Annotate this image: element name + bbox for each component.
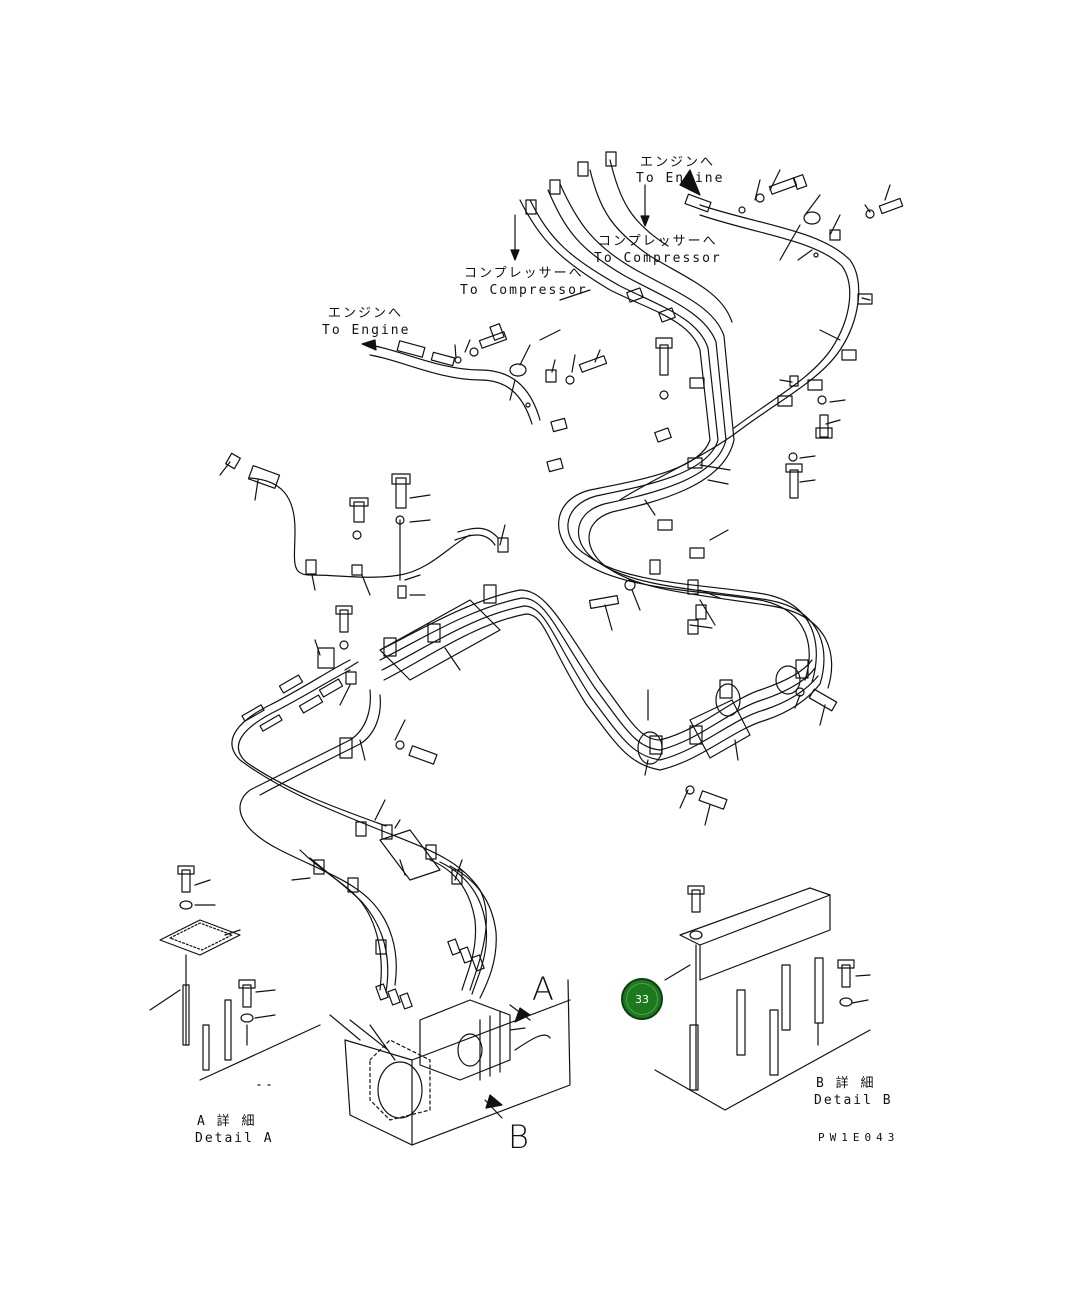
label-detail-b-jp: B 詳 細 xyxy=(816,1076,876,1091)
upper-pipe-bundle xyxy=(511,152,903,688)
label-detail-a-en: Detail A xyxy=(195,1131,274,1146)
detail-a-drawing xyxy=(150,866,320,1085)
detail-b-drawing xyxy=(655,886,870,1110)
label-compressor-left-en: To Compressor xyxy=(460,283,588,298)
middle-left-lines xyxy=(220,453,508,598)
label-compressor-left-jp: コンプレッサーへ xyxy=(464,266,584,281)
drawing-code: PW1E043 xyxy=(818,1131,900,1144)
label-detail-a-jp: A 詳 細 xyxy=(197,1114,257,1129)
view-marker-b: B xyxy=(508,1118,529,1156)
cable-left-to-bottom xyxy=(232,606,496,1009)
badge-number: 33 xyxy=(635,992,649,1006)
main-pipe-run xyxy=(380,560,837,825)
label-compressor-right-jp: コンプレッサーへ xyxy=(598,234,718,249)
label-engine-right-jp: エンジンへ xyxy=(640,155,716,170)
part-number-badge[interactable]: 33 xyxy=(621,978,663,1020)
label-engine-left-en: To Engine xyxy=(322,323,411,338)
view-marker-a: A xyxy=(532,970,554,1008)
label-engine-left-jp: エンジンへ xyxy=(328,306,404,321)
valve-box-assembly xyxy=(330,980,570,1145)
label-compressor-right-en: To Compressor xyxy=(594,251,722,266)
engine-branch-left xyxy=(362,324,607,424)
label-detail-b-en: Detail B xyxy=(814,1093,893,1108)
label-engine-right-en: To Engine xyxy=(636,171,725,186)
